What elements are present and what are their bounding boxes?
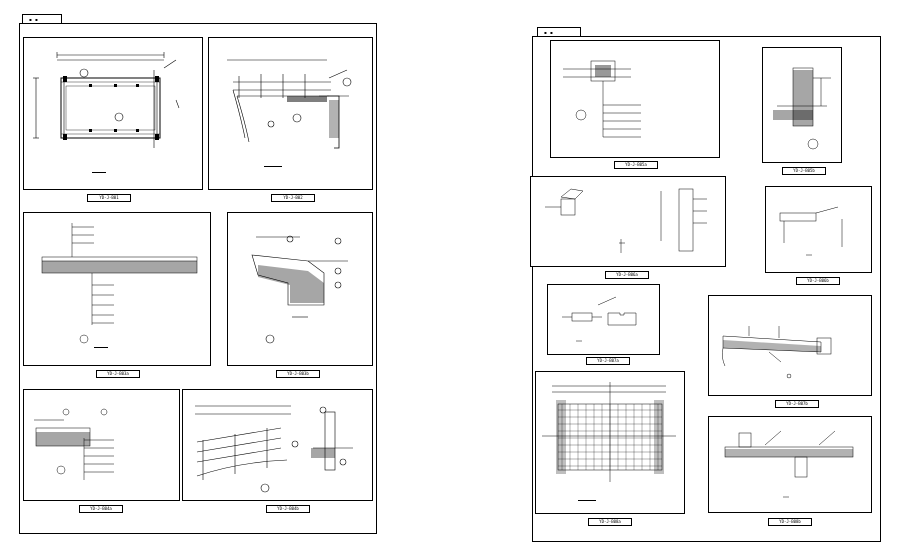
wall-section-drawing: [34, 408, 114, 480]
drawing-label-b02: YD-J-B02: [271, 194, 315, 202]
eave-detail-drawing: [251, 235, 348, 344]
grid-lines: [558, 404, 662, 470]
drawing-label-b03a: YD-J-B03a: [96, 370, 140, 378]
grid-plan-drawing: [542, 382, 676, 501]
elevation-section-panel: [208, 37, 373, 190]
drawing-label-b06a: YD-J-B06a: [605, 271, 649, 279]
drawing-label-b04a: YD-J-B04a: [79, 505, 123, 513]
floor-section-panel: [23, 212, 211, 366]
anchor-detail-panel: [550, 40, 720, 158]
drawing-label-b08a: YD-J-B08a: [588, 518, 632, 526]
bracket-detail-drawing: [779, 206, 843, 256]
grid-plan-panel: [535, 371, 685, 514]
beam-section-panel: [708, 295, 872, 396]
plan-view-drawing: [33, 52, 180, 173]
drawing-label-b03b: YD-J-B03b: [276, 370, 320, 378]
elevation-section-drawing: [227, 59, 352, 167]
post-detail-panel: [530, 176, 726, 267]
left-sheet-tab: ▪ ▪: [22, 14, 62, 24]
drawing-label-b05a: YD-J-B05a: [614, 161, 658, 169]
railing-elevation-drawing: [195, 405, 353, 493]
connector-detail-panel: [547, 284, 660, 355]
floor-section-drawing: [41, 223, 198, 348]
wall-cap-drawing: [773, 67, 831, 150]
post-detail-drawing: [545, 188, 707, 253]
bracket-detail-panel: [765, 186, 872, 273]
slab-section-panel: [708, 416, 872, 513]
drawing-label-b07b: YD-J-B07b: [775, 400, 819, 408]
plan-view-panel: [23, 37, 203, 190]
railing-elevation-panel: [182, 389, 373, 501]
drawing-label-b07a: YD-J-B07a: [586, 357, 630, 365]
wall-cap-panel: [762, 47, 842, 163]
right-sheet-tab: ▪ ▪: [537, 27, 581, 37]
drawing-label-b06b: YD-J-B06b: [796, 277, 840, 285]
connector-detail-drawing: [562, 296, 637, 342]
wall-section-panel: [23, 389, 180, 501]
drawing-label-b01: YD-J-B01: [87, 194, 131, 202]
slab-section-drawing: [724, 430, 854, 498]
drawing-label-b05b: YD-J-B05b: [782, 167, 826, 175]
beam-section-drawing: [722, 326, 832, 379]
anchor-detail-drawing: [563, 60, 641, 138]
eave-detail-panel: [227, 212, 373, 366]
drawing-label-b08b: YD-J-B08b: [768, 518, 812, 526]
drawing-label-b04b: YD-J-B04b: [266, 505, 310, 513]
